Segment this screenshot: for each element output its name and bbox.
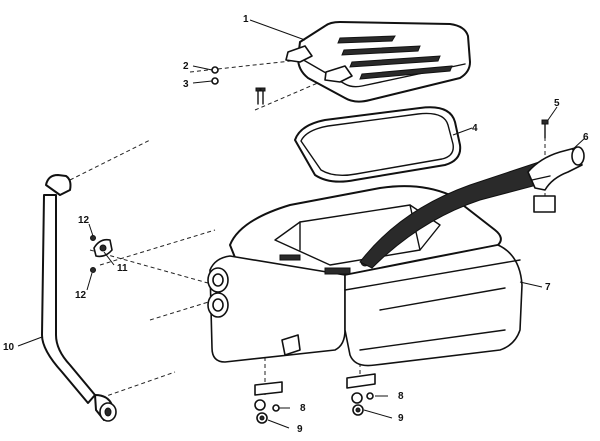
callout-12-bottom: 12 bbox=[75, 290, 87, 301]
callout-8-right: 8 bbox=[398, 391, 404, 402]
callout-4: 4 bbox=[472, 123, 478, 134]
callout-9-left: 9 bbox=[297, 424, 303, 435]
gasket bbox=[294, 106, 462, 183]
drain-tube bbox=[41, 174, 117, 422]
main-housing bbox=[207, 185, 523, 367]
tube-clamp bbox=[90, 235, 113, 273]
callout-9-right: 9 bbox=[398, 413, 404, 424]
callout-11: 11 bbox=[117, 263, 128, 274]
cover-lid bbox=[285, 21, 471, 103]
elbow-fitting bbox=[527, 146, 585, 213]
callout-7: 7 bbox=[545, 282, 551, 293]
callout-1: 1 bbox=[243, 14, 249, 25]
cover-fasteners bbox=[211, 66, 266, 105]
callout-6: 6 bbox=[583, 132, 589, 143]
callout-10: 10 bbox=[3, 342, 15, 353]
callout-5: 5 bbox=[554, 98, 560, 109]
callout-3: 3 bbox=[183, 79, 189, 90]
callout-numbers: 1 2 3 4 5 6 7 8 8 9 9 10 11 12 12 bbox=[3, 14, 589, 435]
callout-12-top: 12 bbox=[78, 215, 90, 226]
callout-8-left: 8 bbox=[300, 403, 306, 414]
callout-2: 2 bbox=[183, 61, 189, 72]
leader-lines bbox=[17, 19, 586, 429]
left-bracket-fasteners bbox=[254, 381, 283, 424]
elbow-screw bbox=[541, 119, 549, 139]
right-bracket-fasteners bbox=[346, 373, 376, 416]
